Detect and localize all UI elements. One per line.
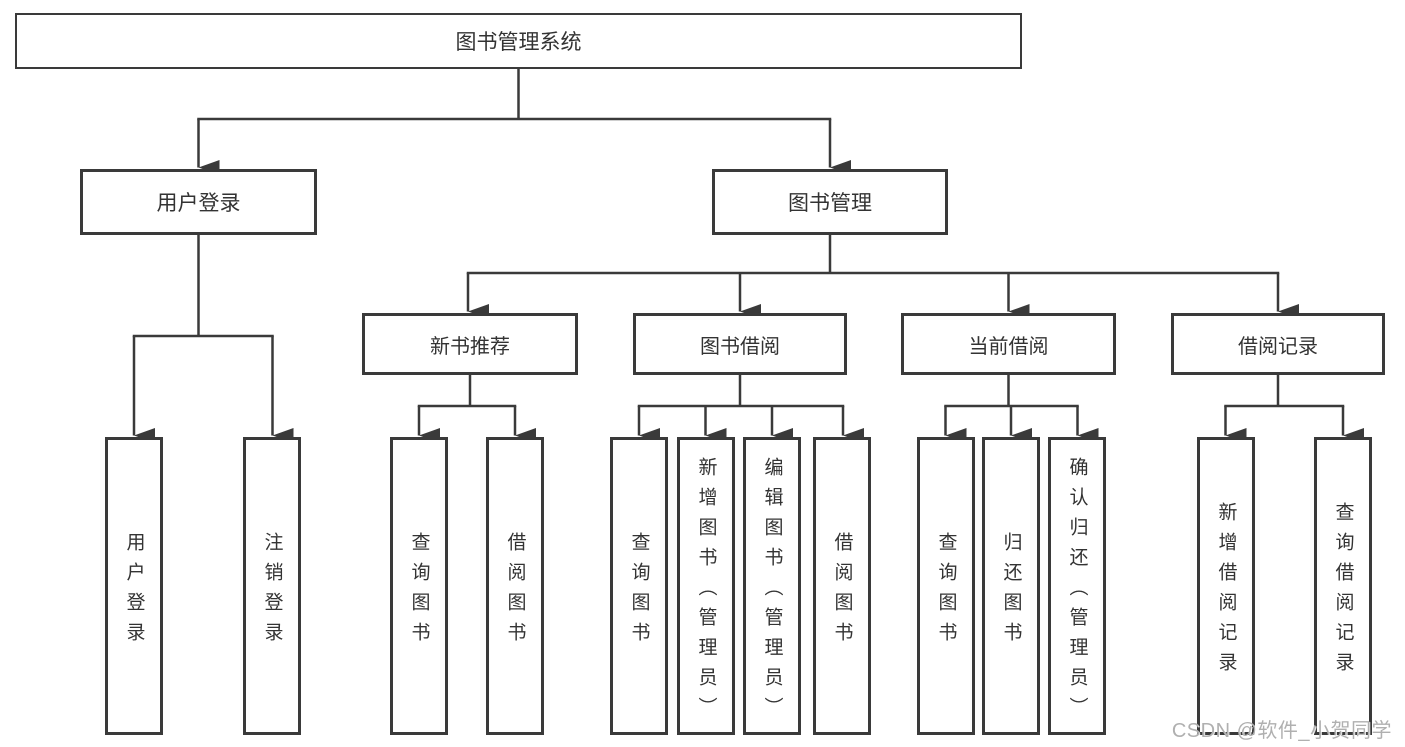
- node-label: 新增借阅记录: [1215, 501, 1237, 682]
- node-label: 用户登录: [123, 531, 145, 652]
- node-system-root: 图书管理系统: [15, 13, 1022, 69]
- node-label: 用户登录: [156, 192, 241, 215]
- leaf-logout: 注销登录: [243, 437, 301, 735]
- node-label: 新增图书（管理员）: [695, 456, 717, 727]
- node-label: 注销登录: [261, 531, 283, 652]
- node-user-login: 用户登录: [80, 169, 317, 235]
- leaf-user-login: 用户登录: [105, 437, 163, 735]
- node-label: 图书管理: [788, 192, 872, 215]
- leaf-add-books-admin: 新增图书（管理员）: [677, 437, 735, 735]
- node-current-borrow: 当前借阅: [901, 313, 1116, 375]
- node-label: 图书借阅: [700, 335, 780, 358]
- leaf-query-books-recommend: 查询图书: [390, 437, 448, 735]
- node-label: 查询借阅记录: [1332, 501, 1354, 682]
- leaf-query-books-current: 查询图书: [917, 437, 975, 735]
- node-label: 查询图书: [408, 531, 430, 652]
- node-label: 借阅记录: [1238, 335, 1318, 358]
- node-label: 编辑图书（管理员）: [761, 456, 783, 727]
- node-label: 确认归还（管理员）: [1066, 456, 1088, 727]
- node-label: 新书推荐: [430, 335, 510, 358]
- node-label: 查询图书: [628, 531, 650, 652]
- leaf-edit-books-admin: 编辑图书（管理员）: [743, 437, 801, 735]
- node-label: 当前借阅: [968, 335, 1049, 358]
- node-book-management: 图书管理: [712, 169, 948, 235]
- node-label: 归还图书: [1000, 531, 1022, 652]
- leaf-borrow-books-recommend: 借阅图书: [486, 437, 544, 735]
- node-label: 借阅图书: [831, 531, 853, 652]
- leaf-return-books: 归还图书: [982, 437, 1040, 735]
- node-label: 图书管理系统: [455, 31, 582, 54]
- node-book-borrow: 图书借阅: [633, 313, 847, 375]
- csdn-watermark: CSDN @软件_小贺同学: [1171, 720, 1392, 742]
- node-new-book-recommend: 新书推荐: [362, 313, 578, 375]
- leaf-confirm-return-admin: 确认归还（管理员）: [1048, 437, 1106, 735]
- leaf-query-borrow-record: 查询借阅记录: [1314, 437, 1372, 735]
- node-label: 借阅图书: [504, 531, 526, 652]
- node-label: 查询图书: [935, 531, 957, 652]
- leaf-add-borrow-record: 新增借阅记录: [1197, 437, 1255, 735]
- leaf-borrow-books: 借阅图书: [813, 437, 871, 735]
- leaf-query-books-borrow: 查询图书: [610, 437, 668, 735]
- node-borrow-records: 借阅记录: [1171, 313, 1385, 375]
